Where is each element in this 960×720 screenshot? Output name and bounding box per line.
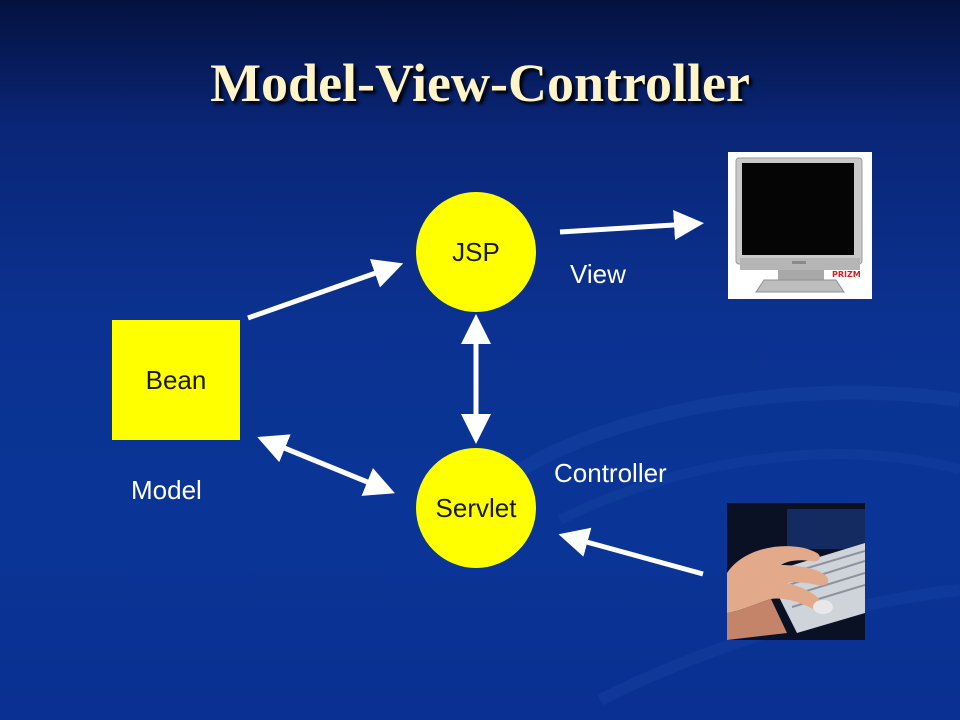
monitor-icon: PRIZM xyxy=(728,152,872,299)
view-label: View xyxy=(570,259,626,289)
bean-label: Bean xyxy=(145,364,207,395)
controller-label: Controller xyxy=(554,458,667,488)
keyboard-input-image xyxy=(727,503,865,640)
monitor-brand-text: PRIZM xyxy=(832,270,861,279)
arrow-input-to-servlet xyxy=(558,527,704,577)
arrow-bean-to-jsp xyxy=(247,259,404,321)
keyboard-hand-icon xyxy=(727,503,865,640)
bean-node: Bean xyxy=(112,320,240,440)
jsp-node: JSP xyxy=(416,192,536,312)
slide-title: Model-View-Controller xyxy=(210,53,750,113)
model-label: Model xyxy=(131,475,202,505)
arrow-bean-servlet xyxy=(257,434,395,496)
monitor-image: PRIZM xyxy=(728,152,872,299)
arrow-jsp-to-view xyxy=(559,210,704,240)
servlet-label: Servlet xyxy=(435,492,517,523)
servlet-node: Servlet xyxy=(416,448,536,568)
jsp-label: JSP xyxy=(452,236,500,267)
